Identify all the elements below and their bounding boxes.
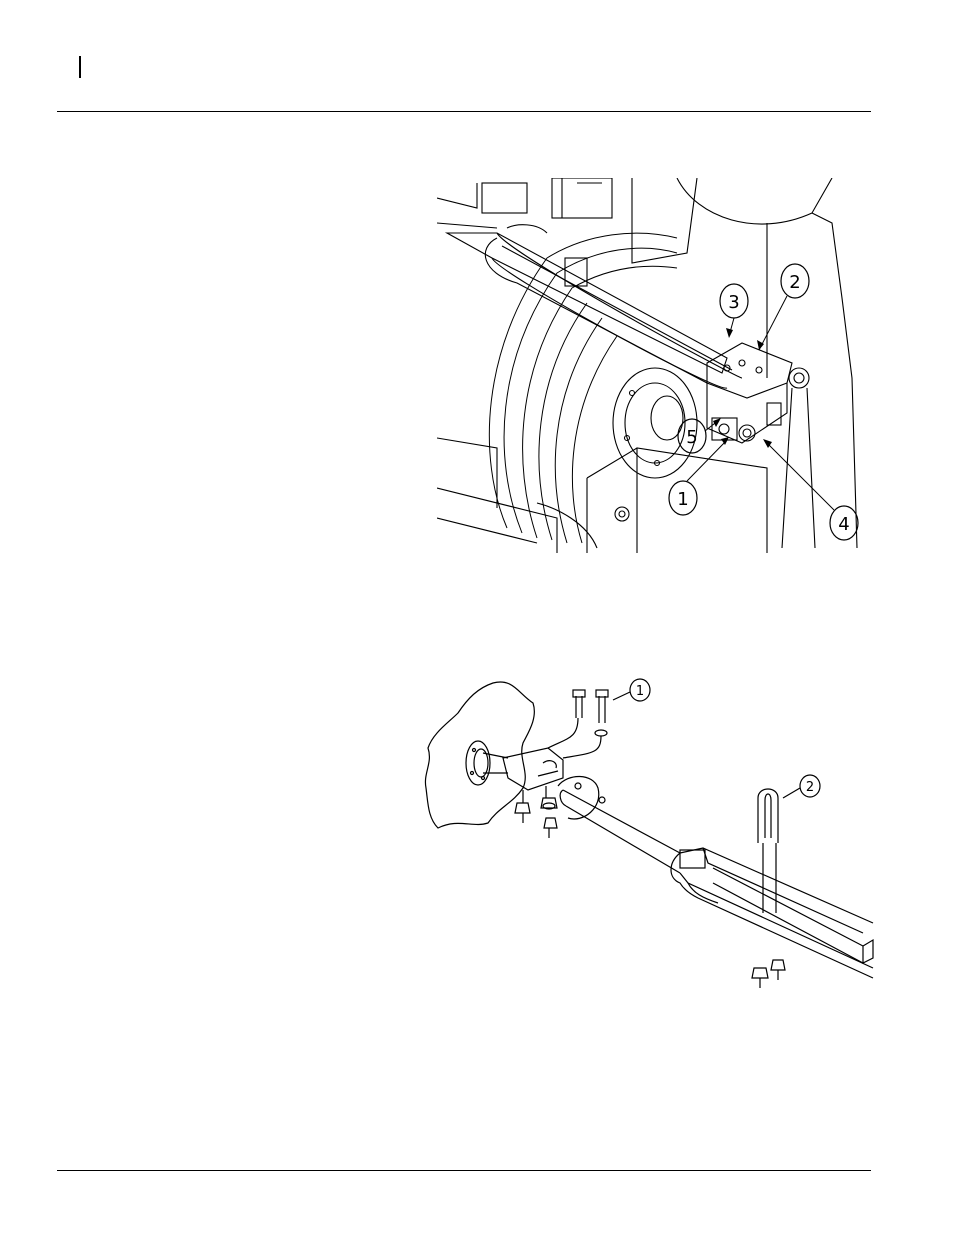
callout-1-label: 1 [677, 489, 688, 510]
callout-4-label: 4 [838, 514, 849, 535]
footer-rule [57, 1170, 871, 1171]
callout-5-label: 5 [686, 427, 697, 448]
header-rule [57, 111, 871, 112]
header-bar [79, 56, 81, 78]
callout-3-label: 3 [728, 292, 739, 313]
photo-figure: 2 3 5 1 4 [437, 178, 862, 553]
diagram-callout-2-label: 2 [806, 780, 814, 795]
diagram-callout-1-label: 1 [636, 684, 644, 699]
diagram-figure: 1 2 [418, 678, 878, 1010]
callout-2-label: 2 [789, 272, 800, 293]
